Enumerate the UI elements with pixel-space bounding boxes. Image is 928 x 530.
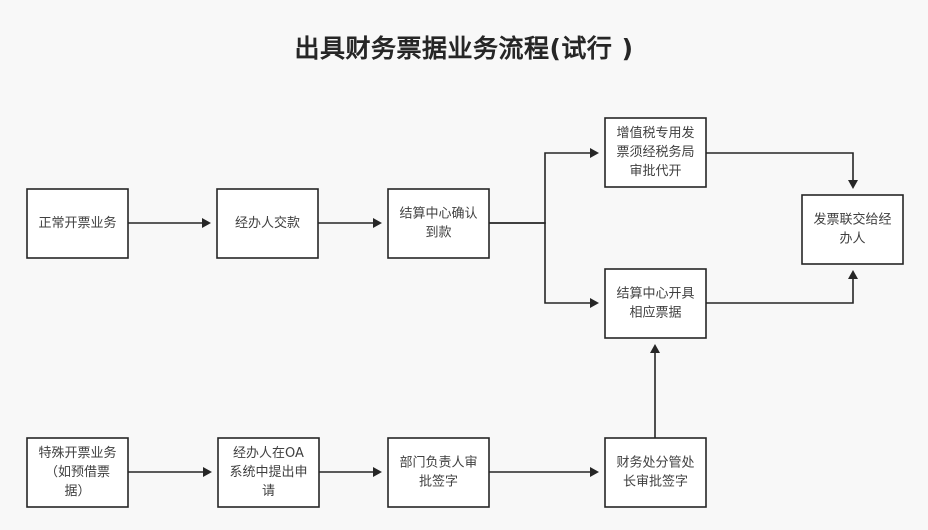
connector-arrowhead bbox=[848, 270, 858, 279]
connector-line bbox=[706, 279, 854, 304]
page-title: 出具财务票据业务流程(试行 ) bbox=[294, 34, 634, 63]
flow-node-box[interactable] bbox=[604, 437, 707, 508]
connector-arrowhead bbox=[590, 467, 599, 477]
connector-arrowhead bbox=[848, 180, 858, 189]
connector-line bbox=[489, 222, 590, 304]
flow-connector bbox=[650, 344, 660, 438]
connector-line bbox=[706, 152, 854, 180]
connector-arrowhead bbox=[590, 298, 599, 308]
connector-arrowhead bbox=[373, 218, 382, 228]
flow-node-label: 结算中心开具 bbox=[616, 287, 694, 302]
flow-connector bbox=[706, 270, 858, 304]
flow-node-box[interactable] bbox=[604, 268, 707, 339]
flow-connector bbox=[706, 152, 858, 189]
flow-node-label: 正常开票业务 bbox=[38, 215, 116, 231]
connector-line bbox=[489, 152, 590, 224]
flow-node[interactable]: 正常开票业务 bbox=[26, 188, 129, 259]
flow-connector bbox=[489, 467, 599, 477]
flow-node-label: 票须经税务局 bbox=[616, 144, 694, 160]
flow-node-label: 特殊开票业务 bbox=[38, 445, 116, 461]
flow-node-box[interactable] bbox=[216, 188, 319, 259]
flow-node-box[interactable] bbox=[604, 117, 707, 188]
flow-node-label: 据） bbox=[64, 484, 90, 499]
flow-node-label: （如预借票 bbox=[45, 464, 110, 480]
flow-node-label: 审批代开 bbox=[629, 164, 681, 179]
flow-node-box[interactable] bbox=[801, 194, 904, 265]
flow-node-label: 结算中心确认 bbox=[399, 207, 477, 222]
flow-node-box[interactable] bbox=[217, 437, 320, 508]
flow-connector bbox=[319, 467, 382, 477]
flow-node-label: 办人 bbox=[839, 232, 865, 247]
connector-arrowhead bbox=[202, 218, 211, 228]
flow-node-label: 经办人交款 bbox=[235, 215, 300, 231]
flow-node-label: 财务处分管处 bbox=[616, 455, 694, 471]
flow-node-label: 系统中提出申 bbox=[229, 464, 307, 480]
flow-node-label: 长审批签字 bbox=[623, 474, 688, 490]
flow-connector bbox=[128, 218, 211, 228]
node-layer: 正常开票业务经办人交款结算中心确认到款增值税专用发票须经税务局审批代开结算中心开… bbox=[26, 117, 904, 508]
flow-node-box[interactable] bbox=[387, 437, 490, 508]
flow-node-label: 相应票据 bbox=[629, 305, 681, 321]
flow-node-label: 增值税专用发 bbox=[616, 125, 694, 141]
flow-connector bbox=[489, 148, 599, 224]
flow-node-label: 到款 bbox=[425, 226, 451, 241]
flow-node-label: 经办人在OA bbox=[233, 446, 304, 461]
flow-connector bbox=[489, 222, 599, 308]
connector-arrowhead bbox=[373, 467, 382, 477]
edge-layer bbox=[128, 148, 858, 477]
connector-arrowhead bbox=[650, 344, 660, 353]
flow-connector bbox=[318, 218, 382, 228]
flow-node-label: 部门负责人审 bbox=[399, 456, 477, 471]
flow-node-box[interactable] bbox=[387, 188, 490, 259]
flow-node[interactable]: 经办人交款 bbox=[216, 188, 319, 259]
flow-node-label: 批签字 bbox=[419, 474, 458, 490]
flow-node-box[interactable] bbox=[26, 188, 129, 259]
flow-connector bbox=[128, 467, 212, 477]
connector-arrowhead bbox=[203, 467, 212, 477]
flow-node-label: 请 bbox=[262, 484, 275, 499]
flow-node-box[interactable] bbox=[26, 437, 129, 508]
flow-node-label: 发票联交给经 bbox=[813, 212, 891, 228]
connector-arrowhead bbox=[590, 148, 599, 158]
